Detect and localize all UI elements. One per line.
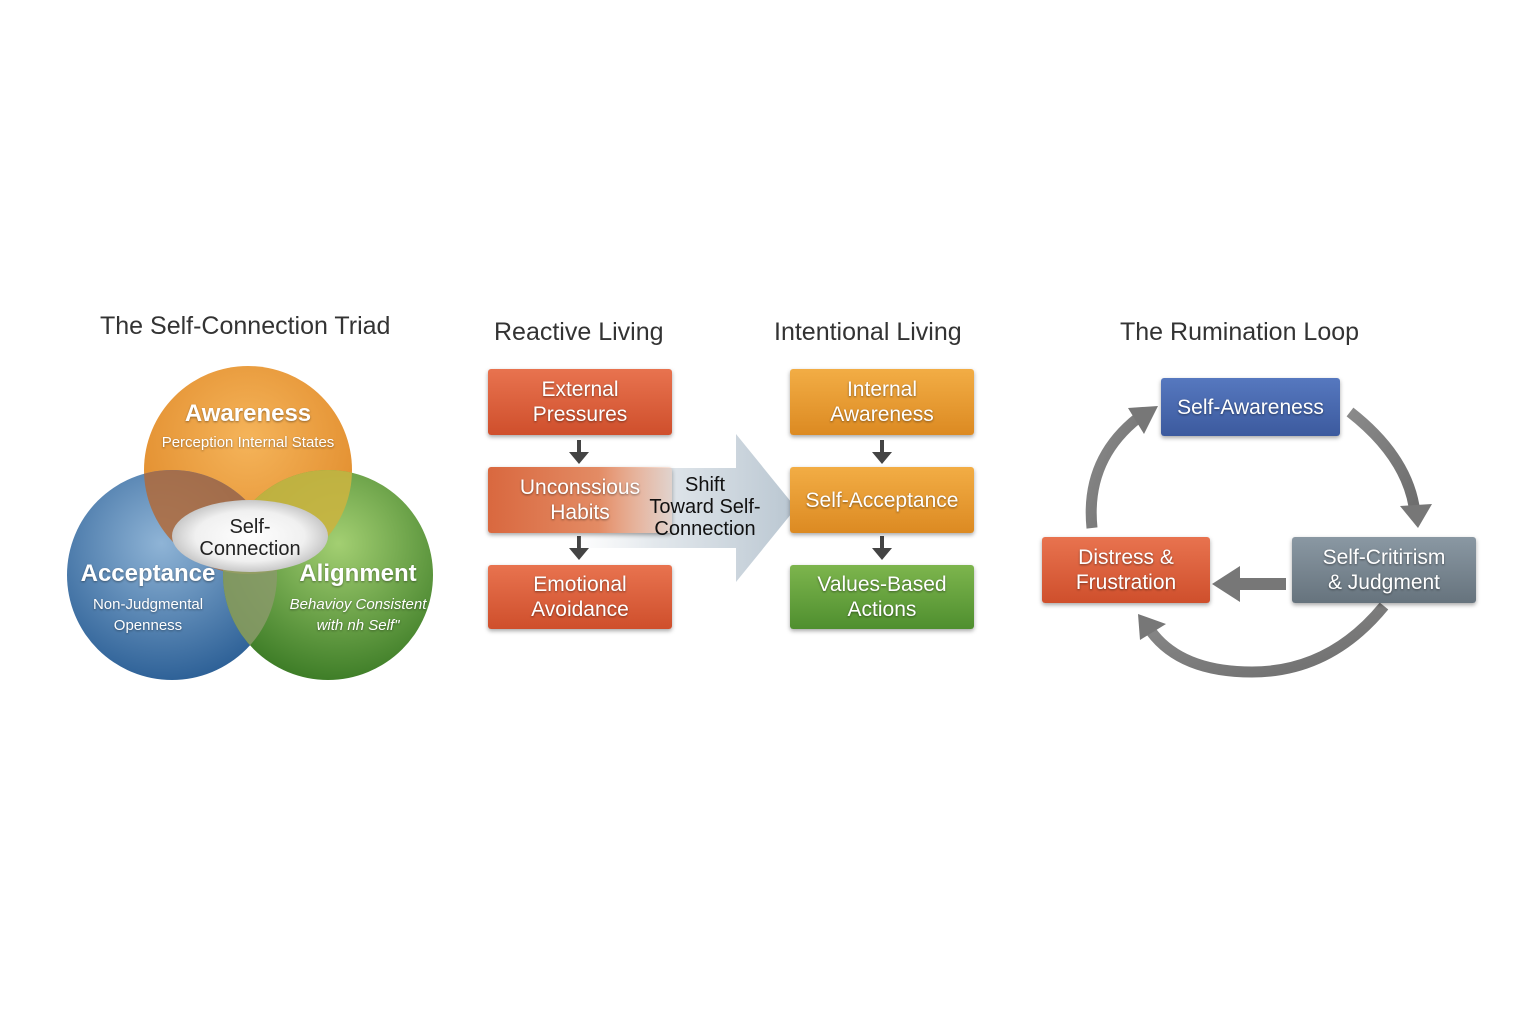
alignment-desc-2: with nh Self" xyxy=(316,617,400,634)
rumination-node-top-label: Self-Awareness xyxy=(1177,395,1324,419)
awareness-desc: Perception Internal States xyxy=(161,434,335,451)
center-line-2: Connection xyxy=(199,538,301,560)
loop-arc-bottom xyxy=(1145,602,1389,678)
reactive-box-external-pressures: External Pressures xyxy=(488,369,672,435)
rumination-title: The Rumination Loop xyxy=(1120,318,1360,346)
reactive-box-2-line-2: Habits xyxy=(550,501,610,524)
intentional-box-3-line-1: Values-Based xyxy=(817,573,947,596)
reactive-title: Reactive Living xyxy=(494,318,664,346)
self-connection-center xyxy=(172,500,328,572)
loop-arrowhead-top-left xyxy=(1128,406,1158,434)
center-line-1: Self- xyxy=(229,516,271,538)
loop-arrowhead-bottom xyxy=(1138,614,1166,640)
loop-arc-top-right xyxy=(1346,407,1420,508)
intentional-box-internal-awareness: Internal Awareness xyxy=(790,369,974,435)
intentional-box-2-line-1: Self-Acceptance xyxy=(805,488,959,512)
intentional-box-1-line-1: Internal xyxy=(846,378,918,401)
rumination-node-distress: Distress & Frustration xyxy=(1042,537,1210,603)
reactive-box-3-line-2: Avoidance xyxy=(531,598,629,621)
intentional-down-arrow-1 xyxy=(872,440,892,464)
intentional-title: Intentional Living xyxy=(774,318,962,346)
acceptance-text: Acceptance Non-Judgmental Openness xyxy=(68,560,228,636)
triad-title: The Self-Connection Triad xyxy=(100,312,391,340)
awareness-text: Awareness Perception Internal States xyxy=(148,400,348,453)
loop-arrowhead-top-right xyxy=(1400,504,1432,528)
shift-line-1: Shift xyxy=(684,474,726,496)
reactive-box-emotional-avoidance: Emotional Avoidance xyxy=(488,565,672,629)
rumination-node-right-line-2: & Judgment xyxy=(1327,571,1441,594)
intentional-box-values-based-actions: Values-Based Actions xyxy=(790,565,974,629)
shift-line-2: Toward Self- xyxy=(649,496,761,518)
reactive-box-1-line-1: External xyxy=(541,378,619,401)
rumination-node-self-awareness: Self-Awareness xyxy=(1161,378,1340,436)
alignment-label: Alignment xyxy=(299,560,417,587)
intentional-box-1-line-2: Awareness xyxy=(830,403,934,426)
rumination-node-left-line-1: Distress & xyxy=(1078,546,1174,569)
alignment-desc-1: Behavioy Consistent xyxy=(289,596,427,613)
acceptance-desc-2: Openness xyxy=(113,617,183,634)
reactive-box-2-line-1: Unconssious xyxy=(519,476,641,499)
center-text: Self- Connection xyxy=(180,516,320,560)
acceptance-label: Acceptance xyxy=(80,560,216,587)
rumination-node-left-line-2: Frustration xyxy=(1075,571,1177,594)
rumination-node-right-line-1: Self-Critiтism xyxy=(1322,546,1446,569)
reactive-down-arrow-1 xyxy=(569,440,589,464)
shift-line-3: Connection xyxy=(654,518,756,540)
loop-arrowhead-middle xyxy=(1212,566,1240,602)
reactive-box-unconscious-habits: Unconssious Habits xyxy=(488,467,672,533)
rumination-node-self-criticism: Self-Critiтism & Judgment xyxy=(1292,537,1476,603)
reactive-box-3-line-1: Emotional xyxy=(533,573,627,596)
loop-arrow-middle-shaft xyxy=(1236,578,1286,590)
acceptance-desc-1: Non-Judgmental xyxy=(92,596,204,613)
awareness-label: Awareness xyxy=(184,400,312,427)
intentional-box-3-line-2: Actions xyxy=(847,598,917,621)
reactive-box-1-line-2: Pressures xyxy=(532,403,628,426)
intentional-down-arrow-2 xyxy=(872,536,892,560)
alignment-text: Alignment Behavioy Consistent with nh Se… xyxy=(278,560,438,636)
intentional-box-self-acceptance: Self-Acceptance xyxy=(790,467,974,533)
loop-arc-top-left xyxy=(1085,413,1142,529)
reactive-down-arrow-2 xyxy=(569,536,589,560)
shift-text: Shift Toward Self- Connection xyxy=(640,474,770,540)
